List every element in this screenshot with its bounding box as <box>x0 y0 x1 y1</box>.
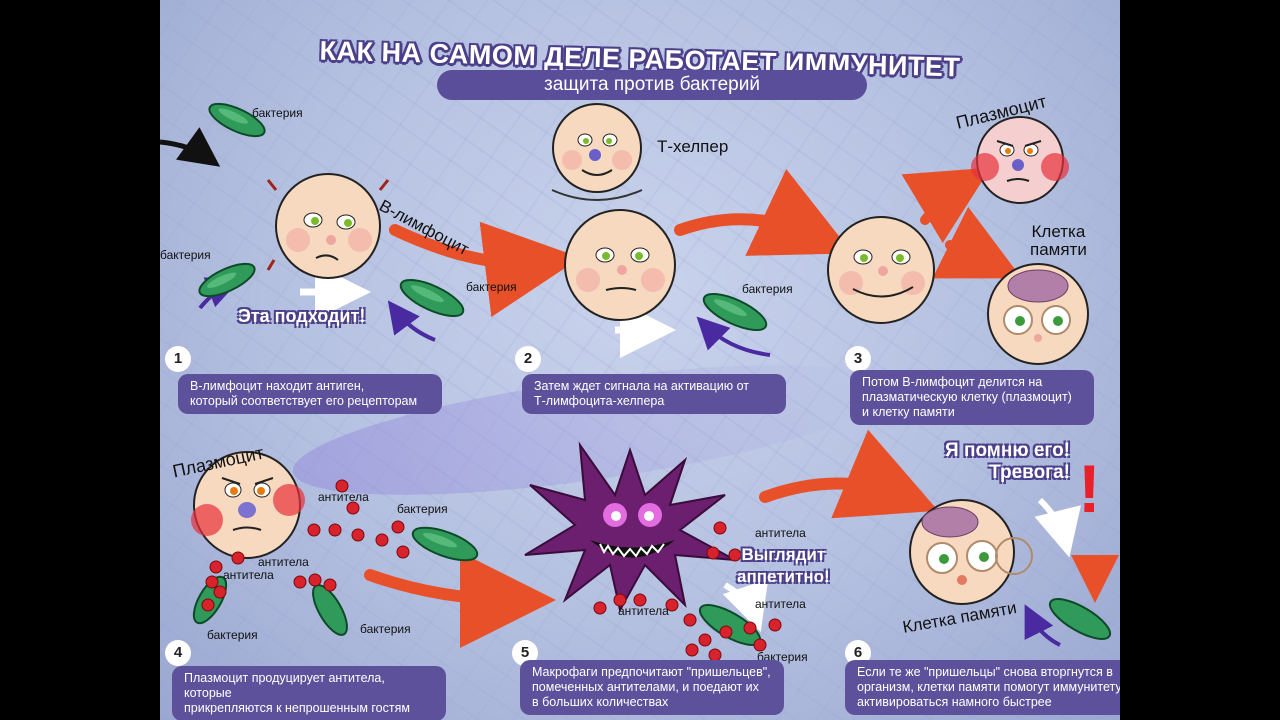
arrow-icon <box>674 169 853 256</box>
arrow-icon <box>759 429 939 519</box>
step-caption: Потом B-лимфоцит делится на плазматическ… <box>850 370 1094 425</box>
arrow-icon <box>364 551 556 648</box>
step-caption-line: прикрепляются к непрошенным гостям <box>184 701 410 715</box>
memory-cell-icon <box>987 263 1089 365</box>
shout-fits: Эта подходит! <box>238 306 366 326</box>
bacteria-label: бактерия <box>252 106 303 120</box>
arrow-icon <box>901 167 991 244</box>
step-number: 1 <box>165 346 191 372</box>
antibodies-label: антитела <box>755 597 806 611</box>
memory-cell-icon <box>909 499 1033 605</box>
arrow-icon <box>387 300 436 342</box>
b-lymphocyte-cell-icon <box>564 209 676 321</box>
bacteria-icon <box>702 292 768 332</box>
arrow-icon <box>1034 497 1081 558</box>
bacteria-icon <box>411 526 479 562</box>
bacteria-icon <box>198 262 256 298</box>
bacteria-label: бактерия <box>360 622 411 636</box>
antibodies-label: антитела <box>223 568 274 582</box>
arrow-icon <box>1024 604 1061 647</box>
step-caption-line: в больших количествах <box>532 695 669 709</box>
step-caption: Затем ждет сигнала на активацию от Т-лим… <box>522 374 786 414</box>
shout-remember-line: Я помню его! <box>945 440 1070 461</box>
antibody-icon <box>201 479 782 662</box>
b-lymphocyte-cell-icon <box>266 173 390 279</box>
poster: КАК НА САМОМ ДЕЛЕ РАБОТАЕТ ИММУНИТЕТ защ… <box>160 0 1120 720</box>
step-caption: B-лимфоцит находит антиген, который соот… <box>178 374 442 414</box>
step-caption: Макрофаги предпочитают "пришельцев", пом… <box>520 660 784 715</box>
arrows-layer <box>160 127 1119 648</box>
shout-remember: Я помню его! Тревога! <box>905 440 1070 484</box>
memory-cell-label: Клетка памяти <box>1030 223 1087 259</box>
alarm-exclamation-icon: ! <box>1078 451 1101 527</box>
antibodies-label: антитела <box>755 526 806 540</box>
step-number: 3 <box>845 346 871 372</box>
bacteria-label: бактерия <box>397 502 448 516</box>
step-caption-line: Плазмоцит продуцирует антитела, которые <box>184 671 385 700</box>
step-caption-line: организм, клетки памяти помогут иммуните… <box>857 680 1120 694</box>
step-caption-line: Потом B-лимфоцит делится на <box>862 375 1043 389</box>
step-caption-line: плазматическую клетку (плазмоцит) <box>862 390 1072 404</box>
step-caption: Плазмоцит продуцирует антитела, которые … <box>172 666 446 720</box>
memory-cell-label-line: Клетка <box>1031 222 1086 241</box>
step-number: 2 <box>515 346 541 372</box>
step-caption-line: и клетку памяти <box>862 405 955 419</box>
arrow-icon <box>722 578 769 633</box>
shout-tasty-line: аппетитно! <box>737 567 830 586</box>
t-helper-label: Т-хелпер <box>657 137 729 156</box>
t-helper-cell-icon <box>551 103 643 201</box>
step-caption-line: который соответствует его рецепторам <box>190 394 418 408</box>
shout-remember-line: Тревога! <box>989 462 1070 483</box>
b-lymphocyte-cell-icon <box>827 216 935 324</box>
bacteria-icon <box>399 278 465 318</box>
arrow-icon <box>160 127 221 167</box>
arrow-icon <box>389 221 581 317</box>
plasmocyte-cell-icon <box>971 116 1069 204</box>
step-caption-line: активироваться намного быстрее <box>857 695 1052 709</box>
step-caption-line: Если те же "пришельцы" снова вторгнутся … <box>857 665 1113 679</box>
bacteria-label: бактерия <box>742 282 793 296</box>
shout-tasty: Выглядит аппетитно! <box>737 544 830 588</box>
arrow-icon <box>932 206 1022 279</box>
bacteria-icon <box>208 102 266 138</box>
step-caption-line: Затем ждет сигнала на активацию от <box>534 379 750 393</box>
macrophage-icon <box>524 441 736 613</box>
antibodies-label: антитела <box>618 604 669 618</box>
plasmocyte-cell-icon <box>191 451 305 559</box>
arrow-icon <box>696 316 771 357</box>
antibodies-label: антитела <box>318 490 369 504</box>
step-caption: Если те же "пришельцы" снова вторгнутся … <box>845 660 1120 715</box>
bacteria-label: бактерия <box>466 280 517 294</box>
step-caption-line: B-лимфоцит находит антиген, <box>190 379 365 393</box>
poster-subtitle: защита против бактерий <box>437 70 867 100</box>
shout-tasty-line: Выглядит <box>741 545 826 564</box>
bacteria-label: бактерия <box>160 248 211 262</box>
step-caption-line: Макрофаги предпочитают "пришельцев", <box>532 665 771 679</box>
bacteria-label: бактерия <box>207 628 258 642</box>
bacteria-icon <box>1048 598 1112 640</box>
memory-cell-label-line: памяти <box>1030 240 1087 259</box>
step-caption-line: Т-лимфоцита-хелпера <box>534 394 665 408</box>
step-caption-line: помеченных антителами, и поедают их <box>532 680 759 694</box>
antibodies-label: антитела <box>258 555 309 569</box>
step-number: 4 <box>165 640 191 666</box>
